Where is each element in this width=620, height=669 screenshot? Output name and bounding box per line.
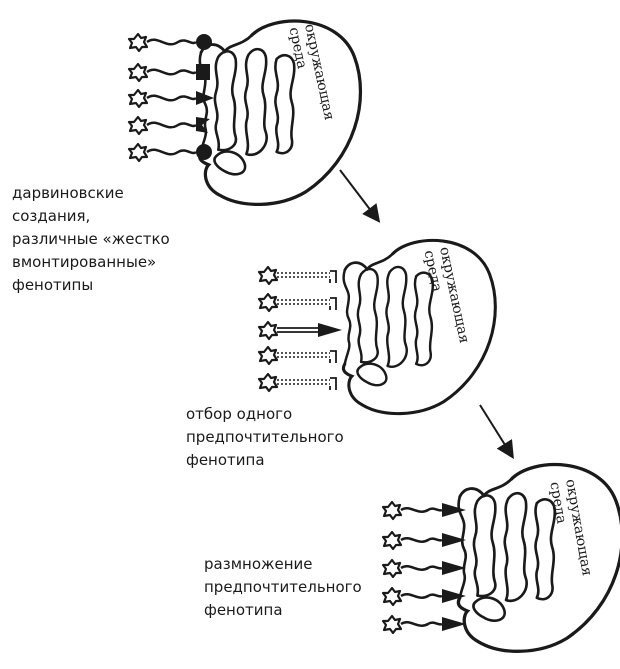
caption-line: различные «жестко [12, 230, 170, 248]
environment-blob-3 [456, 462, 620, 653]
caption-line: вмонтированные» [12, 253, 157, 271]
creature-round [129, 34, 212, 51]
creature-copy-5 [383, 616, 466, 633]
arrow-1 [339, 169, 381, 223]
stage-2-group: окружающая среда [259, 238, 497, 416]
creature-hook [129, 117, 210, 134]
creature-copy-3 [383, 560, 466, 577]
environment-label-2: окружающая среда [420, 246, 473, 353]
stage-3-group: окружающая среда [383, 462, 620, 653]
creature-copy-1 [383, 502, 466, 519]
creature-block [129, 64, 210, 81]
caption-stage-2: отбор одного предпочтительного фенотипа [186, 403, 344, 472]
caption-line: размножение [204, 555, 313, 573]
creature-faded-3 [259, 347, 336, 364]
creature-faded-4 [259, 374, 336, 391]
creature-round-2 [129, 144, 212, 161]
caption-stage-1: дарвиновские создания, различные «жестко… [12, 182, 170, 297]
caption-line: дарвиновские [12, 184, 124, 202]
stage-1-group: окружающая среда [129, 19, 363, 207]
environment-blob-2 [341, 238, 497, 416]
creature-copy-2 [383, 532, 466, 549]
caption-line: фенотипа [186, 451, 265, 469]
creature-faded-2 [259, 294, 336, 311]
caption-line: предпочтительного [204, 578, 362, 596]
caption-line: фенотипы [12, 276, 94, 294]
caption-stage-3: размножение предпочтительного фенотипа [204, 553, 362, 622]
caption-line: предпочтительного [186, 428, 344, 446]
arrow-2 [479, 404, 514, 460]
creature-cone [129, 90, 214, 107]
caption-line: отбор одного [186, 405, 293, 423]
creature-faded-1 [259, 267, 336, 284]
creature-selected [259, 322, 342, 339]
caption-line: фенотипа [204, 601, 283, 619]
creature-copy-4 [383, 588, 466, 605]
caption-line: создания, [12, 207, 91, 225]
